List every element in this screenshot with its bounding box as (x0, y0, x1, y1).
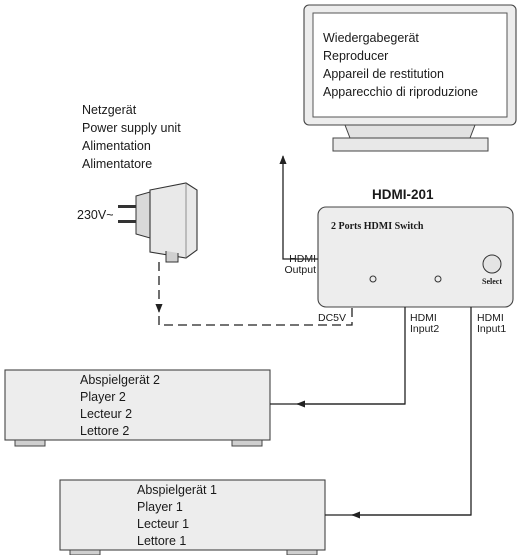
display-label-en: Reproducer (323, 49, 388, 63)
plug-prong-top (118, 205, 136, 208)
power-supply: Netzgerät Power supply unit Alimentation… (77, 103, 198, 263)
power-supply-label-it: Alimentatore (82, 157, 152, 171)
adapter-body (149, 182, 198, 259)
switch-model-title: HDMI-201 (372, 187, 434, 202)
dc5v-label: DC5V (318, 312, 346, 324)
cable-power-dc5v (158, 307, 353, 326)
display-screen (312, 12, 508, 118)
display-neck (344, 124, 476, 139)
plug-prong-bottom (118, 220, 136, 223)
player-2-label-en: Player 2 (80, 390, 126, 404)
display-label-de: Wiedergabegerät (323, 31, 419, 45)
player-1: Abspielgerät 1 Player 1 Lecteur 1 Lettor… (59, 479, 326, 555)
player-1-label-en: Player 1 (137, 500, 183, 514)
player-2-foot-right (231, 439, 263, 447)
hdmi-output-label-line2: Output (284, 264, 316, 276)
led-port-1 (434, 275, 442, 283)
display-base (332, 137, 489, 152)
select-button-label: Select (482, 277, 502, 286)
display-label-it: Apparecchio di riproduzione (323, 85, 478, 99)
plug-face (135, 191, 151, 239)
cable-hdmi-input1 (325, 307, 472, 516)
player-1-foot-left (69, 549, 101, 555)
display-label-fr: Appareil de restitution (323, 67, 444, 81)
led-port-2 (369, 275, 377, 283)
hdmi-input2-label-line1: HDMI (410, 312, 437, 324)
player-2-label-it: Lettore 2 (80, 424, 129, 438)
power-supply-label-en: Power supply unit (82, 121, 181, 135)
cable-hdmi-output-to-display (279, 155, 318, 260)
player-2-body (4, 369, 271, 441)
player-1-foot-right (286, 549, 318, 555)
display-device: Wiedergabegerät Reproducer Appareil de r… (303, 4, 517, 152)
player-1-label-fr: Lecteur 1 (137, 517, 189, 531)
player-2-foot-left (14, 439, 46, 447)
player-1-label-it: Lettore 1 (137, 534, 186, 548)
player-2-label-de: Abspielgerät 2 (80, 373, 160, 387)
select-button (482, 254, 502, 274)
player-2: Abspielgerät 2 Player 2 Lecteur 2 Lettor… (4, 369, 271, 447)
hdmi-input1-label-line2: Input1 (477, 323, 506, 335)
hdmi-switch: HDMI-201 2 Ports HDMI Switch Select (317, 187, 514, 308)
player-1-body (59, 479, 326, 551)
power-supply-voltage: 230V~ (77, 208, 114, 222)
hdmi-input1-label-line1: HDMI (477, 312, 504, 324)
player-2-label-fr: Lecteur 2 (80, 407, 132, 421)
switch-body (317, 206, 514, 308)
player-1-label-de: Abspielgerät 1 (137, 483, 217, 497)
power-supply-label-de: Netzgerät (82, 103, 137, 117)
switch-panel-label: 2 Ports HDMI Switch (331, 221, 424, 232)
power-supply-label-fr: Alimentation (82, 139, 151, 153)
hdmi-input2-label-line2: Input2 (410, 323, 439, 335)
